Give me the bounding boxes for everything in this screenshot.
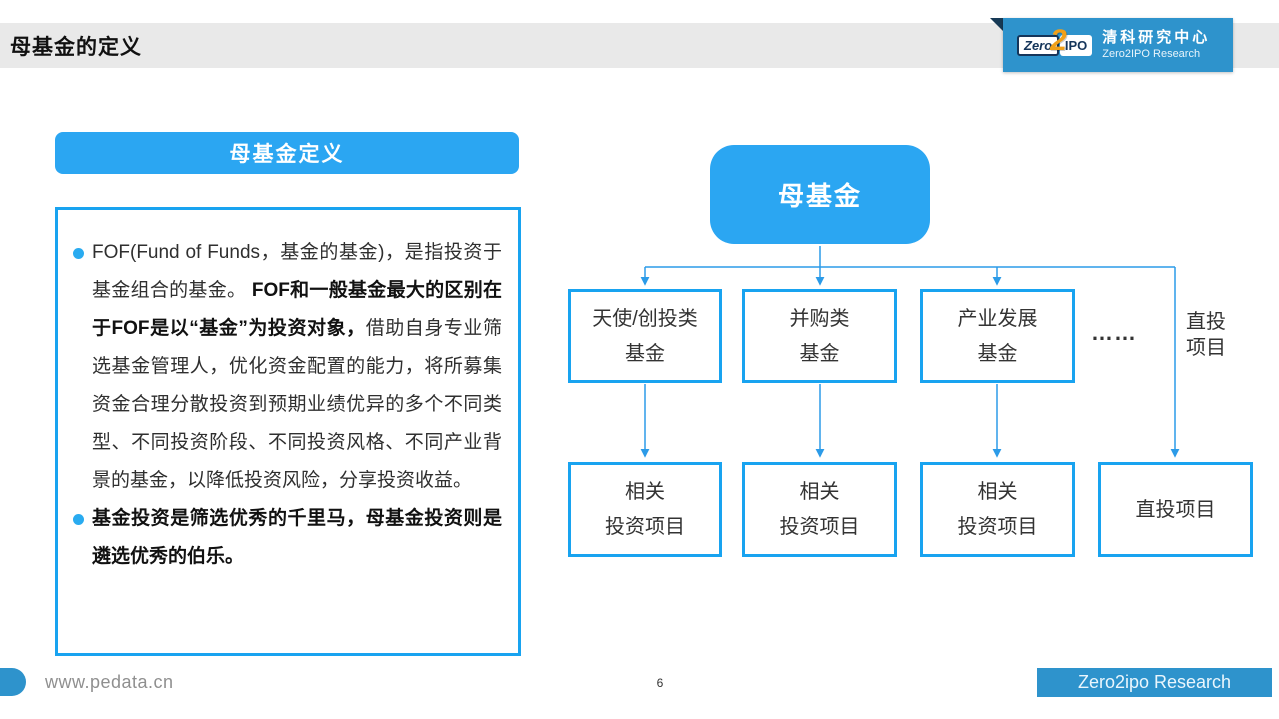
project-node-label: 直投项目 — [1135, 498, 1216, 521]
fund-node-angel-vc: 天使/创投类 基金 — [568, 289, 722, 383]
footer-pill-icon — [0, 668, 26, 696]
direct-invest-label-line: 项目 — [1186, 337, 1226, 359]
fund-node-label: 产业发展 — [957, 307, 1038, 330]
fund-node-label: 基金 — [799, 342, 840, 365]
fund-node-industry: 产业发展 基金 — [920, 289, 1075, 383]
page-number: 6 — [656, 676, 664, 690]
flowchart-root-node: 母基金 — [710, 145, 930, 244]
project-node-1: 相关 投资项目 — [568, 462, 722, 557]
project-node-3: 相关 投资项目 — [920, 462, 1075, 557]
fund-node-buyout: 并购类 基金 — [742, 289, 897, 383]
org-names: 清科研究中心 Zero2IPO Research — [1102, 29, 1210, 62]
org-name-cn: 清科研究中心 — [1102, 28, 1211, 46]
definition-heading: 母基金定义 — [55, 132, 519, 174]
fund-node-label: 并购类 — [789, 307, 850, 330]
bullet-1-normal-1: FOF(Fund of Funds，基金的基金)，是指投资于基金组合的基金。 — [92, 242, 502, 301]
project-node-label: 投资项目 — [779, 516, 860, 538]
definition-box: FOF(Fund of Funds，基金的基金)，是指投资于基金组合的基金。 F… — [55, 207, 521, 656]
footer-brand-badge: Zero2ipo Research — [1037, 668, 1272, 697]
project-node-label: 投资项目 — [605, 516, 685, 538]
bullet-2-bold: 基金投资是筛选优秀的千里马，母基金投资则是遴选优秀的伯乐。 — [92, 508, 502, 567]
zero2ipo-logo-icon: Zero 2 IPO — [1017, 26, 1093, 56]
definition-bullet-2: 基金投资是筛选优秀的千里马，母基金投资则是遴选优秀的伯乐。 — [73, 500, 502, 576]
bullet-dot-icon — [73, 514, 84, 525]
fund-node-label: 天使/创投类 — [592, 307, 698, 330]
bullet-2-text: 基金投资是筛选优秀的千里马，母基金投资则是遴选优秀的伯乐。 — [92, 500, 502, 576]
direct-invest-side-label: 直投 项目 — [1186, 309, 1226, 361]
direct-invest-label-line: 直投 — [1186, 311, 1226, 333]
bullet-1-normal-2: 借助自身专业筛选基金管理人，优化资金配置的能力，将所募集资金合理分散投资到预期业… — [92, 318, 502, 491]
zero2ipo-header-badge: Zero 2 IPO 清科研究中心 Zero2IPO Research — [1003, 18, 1233, 72]
definition-bullet-1: FOF(Fund of Funds，基金的基金)，是指投资于基金组合的基金。 F… — [73, 234, 502, 500]
definition-list: FOF(Fund of Funds，基金的基金)，是指投资于基金组合的基金。 F… — [58, 210, 518, 576]
bullet-dot-icon — [73, 248, 84, 259]
bullet-1-bold: FOF和一般基金最大的区别在于FOF是以“基金”为投资对象， — [92, 280, 502, 339]
project-node-direct: 直投项目 — [1098, 462, 1253, 557]
fund-node-label: 基金 — [977, 342, 1018, 365]
project-node-label: 相关 — [977, 481, 1018, 503]
project-node-label: 相关 — [625, 481, 665, 503]
logo-zero-text: Zero — [1017, 34, 1060, 56]
footer-website: www.pedata.cn — [45, 672, 174, 692]
org-name-en: Zero2IPO Research — [1102, 47, 1201, 60]
page-title: 母基金的定义 — [10, 36, 142, 59]
project-node-label: 相关 — [799, 481, 840, 503]
project-node-2: 相关 投资项目 — [742, 462, 897, 557]
badge-fold-icon — [990, 18, 1003, 31]
logo-two-text: 2 — [1050, 24, 1067, 57]
logo-ipo-text: IPO — [1059, 34, 1093, 56]
project-node-label: 投资项目 — [957, 516, 1038, 538]
ellipsis-label: …… — [1091, 320, 1137, 345]
fund-node-label: 基金 — [625, 342, 665, 365]
bullet-1-text: FOF(Fund of Funds，基金的基金)，是指投资于基金组合的基金。 F… — [92, 234, 502, 500]
